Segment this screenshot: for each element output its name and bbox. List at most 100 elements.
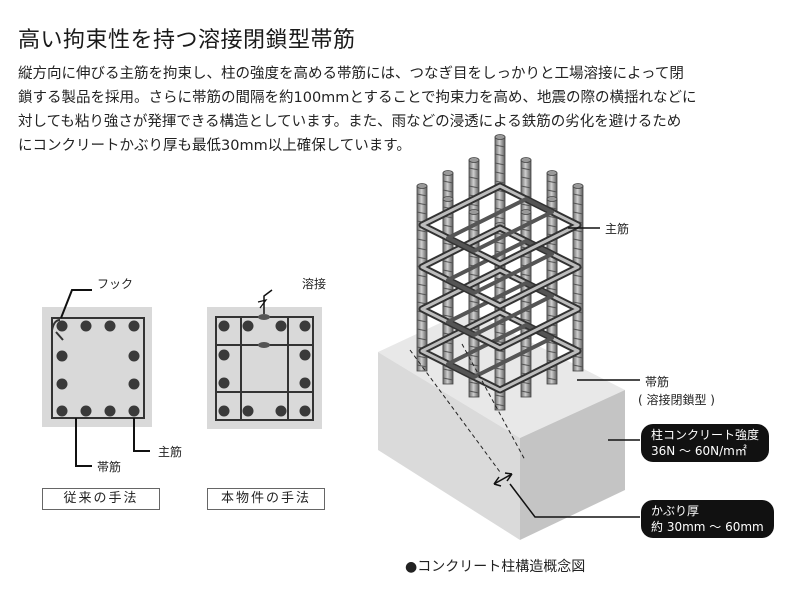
- hook-label: フック: [97, 277, 134, 291]
- rebar-rib: [416, 193, 428, 197]
- rebar-rib: [546, 305, 558, 309]
- rebar-rib: [494, 216, 506, 220]
- rebar-rib: [572, 337, 584, 341]
- rebar-top: [520, 209, 532, 215]
- welded-section: [207, 289, 322, 429]
- rebar-rib: [494, 241, 506, 245]
- rebar-rib: [416, 364, 428, 368]
- rebar-rib: [546, 287, 558, 291]
- weld-point: [258, 342, 270, 348]
- rebar-rib: [442, 314, 454, 318]
- rebar-rib: [468, 167, 480, 171]
- hoop-sublabel: ( 溶接閉鎖型 ): [638, 393, 715, 407]
- rebar-rib: [494, 162, 506, 166]
- inner-hoop: [446, 323, 554, 379]
- conventional-section: [42, 289, 152, 467]
- rebar-rib: [468, 390, 480, 394]
- rebar-rib: [520, 390, 532, 394]
- description-paragraph: 縦方向に伸びる主筋を拘束し、柱の強度を高める帯筋には、つなぎ目をしっかりと工場溶…: [18, 62, 788, 158]
- rebar-rib: [468, 228, 480, 232]
- rebar-rib: [546, 269, 558, 273]
- rebar-top: [520, 157, 532, 163]
- rebar-rib: [442, 189, 454, 193]
- rebar-rib: [546, 224, 558, 228]
- rebar-rib: [468, 354, 480, 358]
- rebar-rib: [520, 363, 532, 367]
- paragraph-line: にコンクリートかぶり厚も最低30mm以上確保しています。: [18, 138, 411, 154]
- main-bar-leader: [133, 418, 150, 452]
- rebar-rib: [520, 185, 532, 189]
- rebar-rib: [494, 144, 506, 148]
- rebar-rib: [572, 319, 584, 323]
- rebar-rib: [494, 394, 506, 398]
- rebar-rib: [494, 180, 506, 184]
- paragraph-line: 縦方向に伸びる主筋を拘束し、柱の強度を高める帯筋には、つなぎ目をしっかりと工場溶…: [18, 66, 684, 82]
- rebar-rib: [442, 368, 454, 372]
- cover-line: [461, 343, 526, 461]
- rebar-rib: [416, 319, 428, 323]
- hoop-tie: [51, 317, 145, 419]
- rebar-rib: [468, 381, 480, 385]
- weld-symbol: [257, 299, 268, 309]
- rebar-rib: [572, 202, 584, 206]
- rebar-rib: [416, 355, 428, 359]
- rebar-top: [468, 157, 480, 163]
- rebar-rib: [494, 403, 506, 407]
- hoop-label: 帯筋: [645, 375, 670, 389]
- rebar-rib: [442, 350, 454, 354]
- rebar-rib: [416, 292, 428, 296]
- rebar-rib: [416, 283, 428, 287]
- callout-line: かぶり厚: [651, 504, 700, 518]
- inner-hoop: [446, 239, 554, 295]
- rebar-rib: [468, 300, 480, 304]
- rebar-top: [442, 196, 454, 202]
- rebar-rib: [442, 242, 454, 246]
- rebar-rib: [546, 341, 558, 345]
- cover-thickness-callout: かぶり厚 約 30mm ～ 60mm: [641, 500, 774, 538]
- rebar-rib: [468, 255, 480, 259]
- rebar-rib: [546, 215, 558, 219]
- concrete-strength-callout: 柱コンクリート強度 36N ～ 60N/m㎡: [641, 424, 770, 462]
- rebar-top: [468, 209, 480, 215]
- callout-line: 約 30mm ～ 60mm: [651, 520, 764, 534]
- weld-leader: [263, 289, 273, 314]
- rebar-rib: [572, 238, 584, 242]
- rebar-rib: [520, 354, 532, 358]
- rebar-rib: [546, 260, 558, 264]
- rebar-rib: [572, 247, 584, 251]
- rebar-rib: [416, 229, 428, 233]
- page-title: 高い拘束性を持つ溶接閉鎖型帯筋: [18, 28, 356, 53]
- rebar-rib: [520, 228, 532, 232]
- rebar-top: [494, 134, 506, 140]
- paragraph-line: 鎖する製品を採用。さらに帯筋の間隔を約100mmとすることで拘束力を高め、地震の…: [18, 90, 697, 106]
- rebar-rib: [572, 256, 584, 260]
- rebar-rib: [494, 153, 506, 157]
- paragraph-line: 対しても粘り強さが発揮できる構造としています。また、雨などの浸透による鉄筋の劣化…: [18, 114, 682, 130]
- rebar-rib: [572, 193, 584, 197]
- rebar-rib: [572, 211, 584, 215]
- cover-arrow: [493, 472, 513, 487]
- rebar-top: [546, 196, 558, 202]
- rebar-rib: [416, 202, 428, 206]
- rebar-rib: [520, 318, 532, 322]
- rebar-rib: [572, 328, 584, 332]
- rebar-rib: [442, 287, 454, 291]
- rebar-rib: [494, 376, 506, 380]
- hook-leader: [60, 289, 92, 319]
- rebar-rib: [494, 171, 506, 175]
- cover-line: [409, 349, 501, 473]
- hoop-rebar-group: [418, 182, 582, 394]
- rebar-rib: [416, 247, 428, 251]
- rebar-rib: [468, 273, 480, 277]
- rebar-rib: [520, 167, 532, 171]
- main-bars: [56, 320, 140, 417]
- rebar-rib: [494, 198, 506, 202]
- weld-point: [258, 314, 270, 320]
- rebar-rib: [442, 260, 454, 264]
- inner-hoop: [446, 281, 554, 337]
- callout-line: 柱コンクリート強度: [651, 428, 760, 442]
- rebar-rib: [416, 274, 428, 278]
- concrete-right-face: [520, 390, 625, 540]
- rebar-rib: [416, 328, 428, 332]
